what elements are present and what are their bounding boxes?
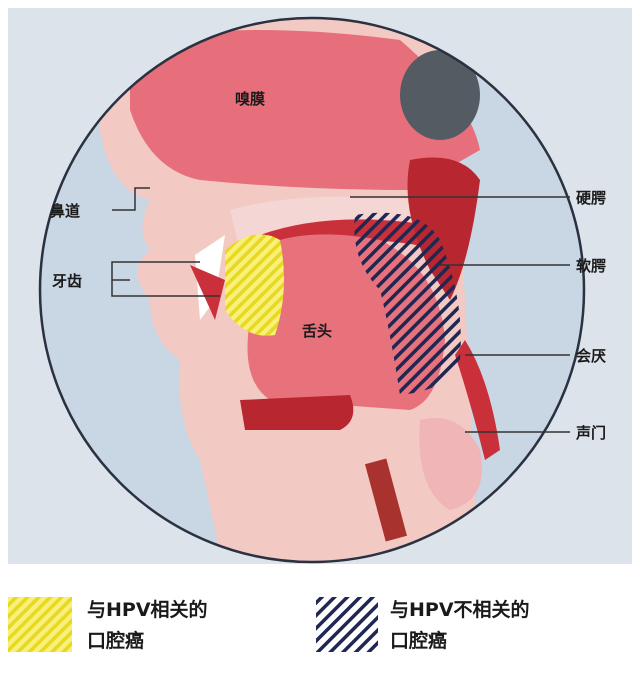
legend-swatch-hpv bbox=[8, 597, 72, 652]
label-olfactory: 嗅膜 bbox=[235, 90, 265, 108]
sinus bbox=[400, 50, 480, 140]
label-glottis: 声门 bbox=[575, 424, 606, 442]
legend-hpv-line2: 口腔癌 bbox=[87, 629, 144, 652]
legend-non-hpv-line2: 口腔癌 bbox=[390, 629, 447, 652]
non-hpv-region bbox=[354, 212, 461, 395]
label-hard-palate: 硬腭 bbox=[576, 189, 606, 207]
label-epiglottis: 会厌 bbox=[576, 347, 606, 365]
jaw-muscle bbox=[240, 395, 354, 430]
legend: 与HPV相关的 口腔癌 与HPV不相关的 口腔癌 bbox=[8, 597, 530, 652]
epiglottis bbox=[455, 340, 500, 460]
leader-lines bbox=[111, 187, 570, 433]
label-soft-palate: 软腭 bbox=[576, 257, 606, 275]
legend-non-hpv-line1: 与HPV不相关的 bbox=[390, 598, 530, 621]
label-teeth: 牙齿 bbox=[52, 272, 82, 290]
head-cross-section bbox=[40, 18, 584, 562]
label-nasal-passage: 鼻道 bbox=[50, 202, 80, 220]
legend-swatch-non-hpv bbox=[316, 597, 378, 652]
legend-hpv-line1: 与HPV相关的 bbox=[87, 598, 208, 621]
hpv-related-region bbox=[225, 234, 284, 336]
label-tongue: 舌头 bbox=[302, 322, 332, 340]
circle-outline bbox=[38, 16, 586, 564]
nasal-cavity bbox=[130, 30, 480, 190]
glottis bbox=[419, 418, 482, 510]
